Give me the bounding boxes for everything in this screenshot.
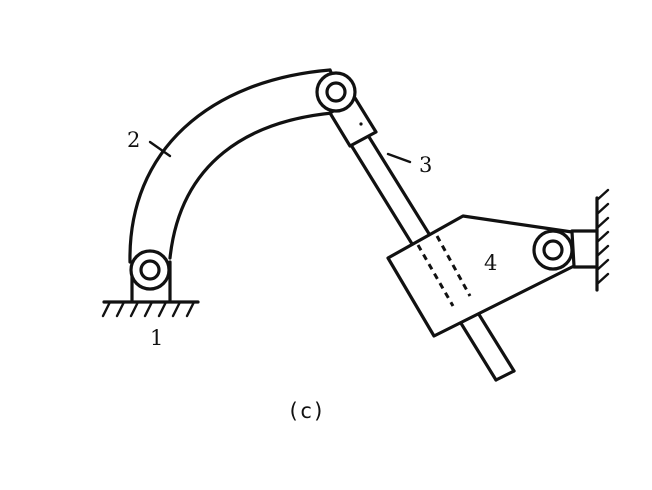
upper-pivot-joint (315, 71, 357, 113)
label-rocking-block: 4 (484, 251, 497, 275)
label-crank-link: 2 (127, 128, 140, 152)
right-ground-support (570, 188, 610, 292)
right-pivot-joint (532, 229, 574, 271)
curved-link-2 (128, 68, 350, 264)
figure-caption: (c) (287, 399, 325, 423)
leader-line-2 (148, 140, 172, 158)
lower-pivot-joint (129, 249, 171, 291)
label-slider-rod: 3 (419, 153, 432, 177)
label-ground: 1 (150, 326, 163, 350)
leader-line-3 (386, 152, 412, 164)
